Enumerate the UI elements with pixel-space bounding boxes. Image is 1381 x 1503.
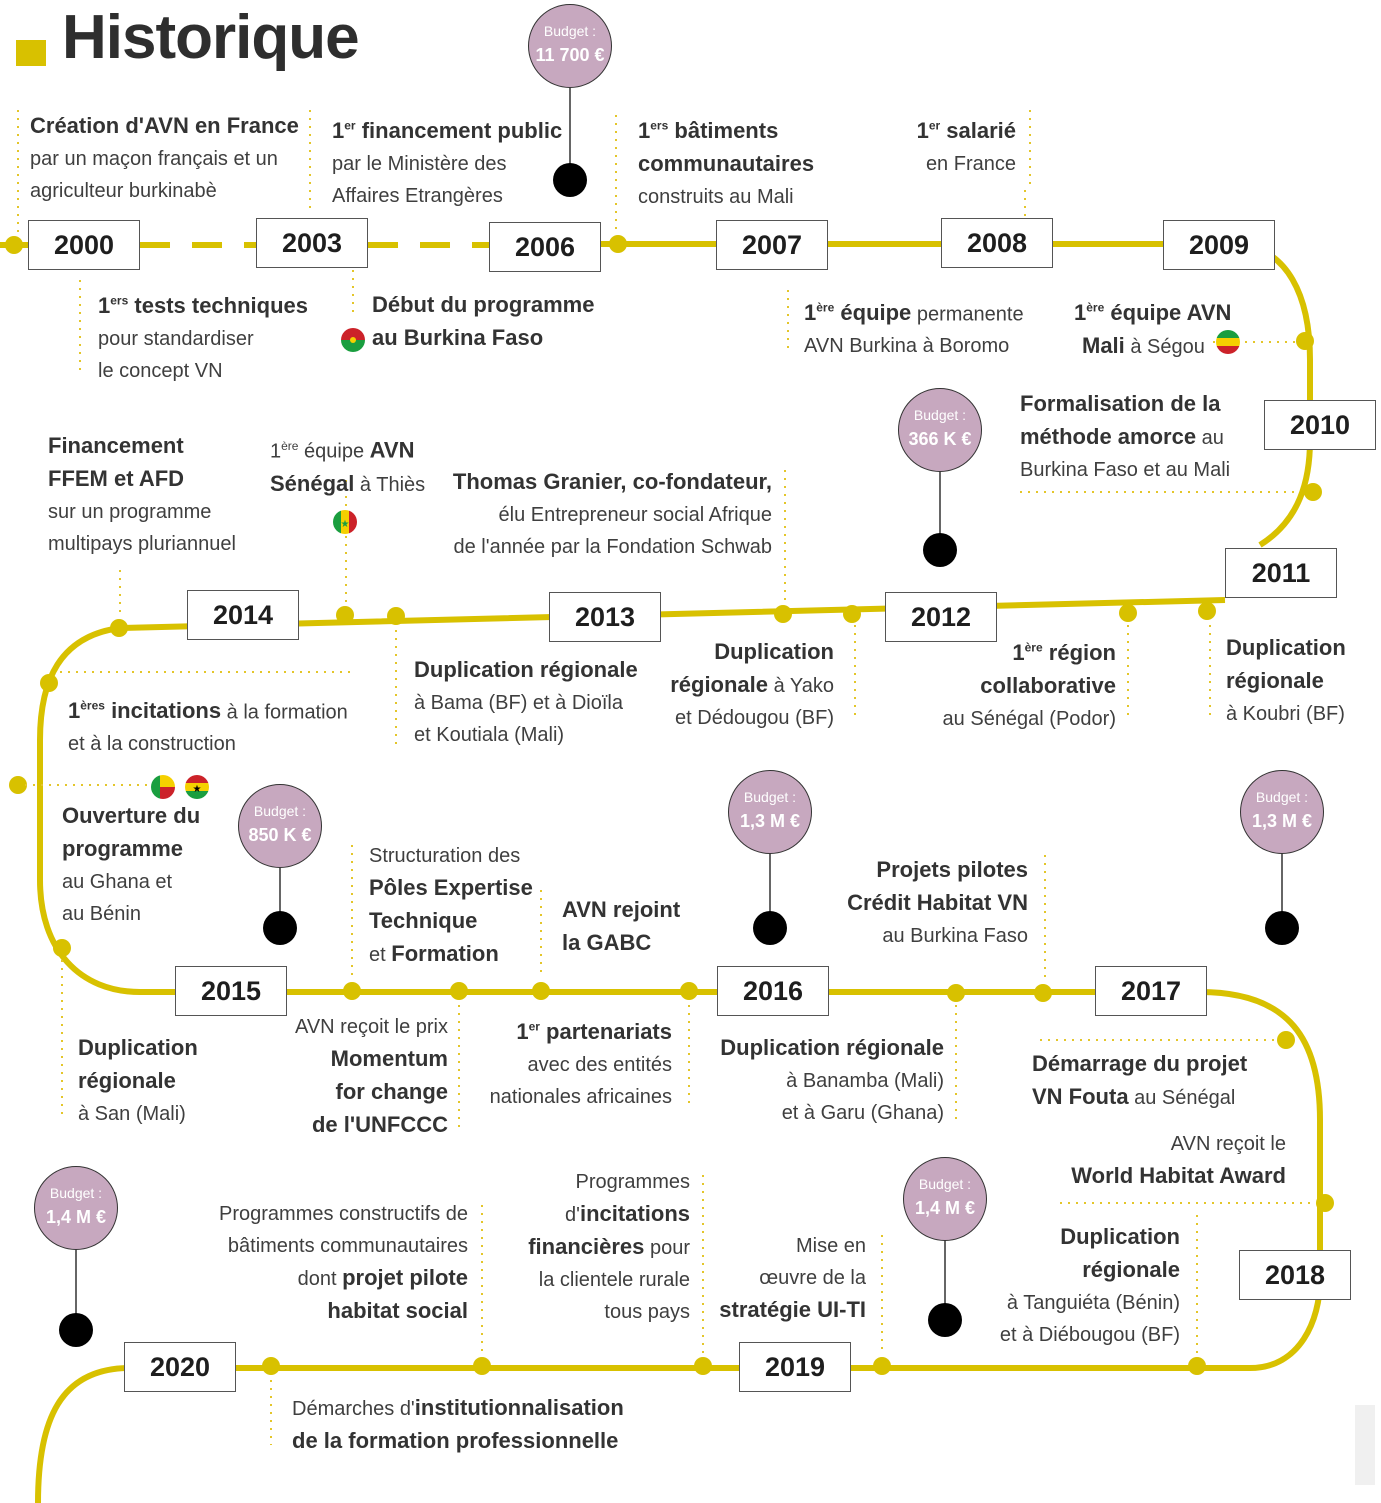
event-senegal: 1ère équipe AVN Sénégal à Thiès	[270, 437, 426, 496]
year-2009: 2009	[1163, 220, 1275, 270]
event-koubri: Duplication régionale à Koubri (BF)	[1226, 635, 1346, 725]
event-ghana: Ouverture du programme au Ghana et au Bé…	[62, 803, 201, 925]
year-2007: 2007	[716, 220, 828, 270]
year-2019: 2019	[739, 1342, 851, 1392]
page-title: Historique	[62, 3, 360, 72]
event-2000: Création d'AVN en France par un maçon fr…	[30, 113, 299, 202]
year-2020: 2020	[124, 1342, 236, 1392]
event-poles: Structuration des Pôles Expertise Techni…	[369, 845, 533, 966]
svg-text:★: ★	[193, 784, 202, 795]
event-banamba: Duplication régionale à Banamba (Mali) e…	[720, 1035, 944, 1124]
event-gabc: AVN rejoint la GABC	[562, 897, 681, 955]
budget-badge: Budget :850 K €	[238, 784, 322, 868]
budget-badge: Budget :366 K €	[898, 388, 982, 472]
event-tests: 1ers tests techniques pour standardiser …	[98, 293, 308, 383]
event-communautaires: Programmes constructifs de bâtiments com…	[219, 1203, 468, 1323]
budget-badge: Budget :1,3 M €	[1240, 770, 1324, 854]
svg-text:★: ★	[341, 519, 350, 530]
event-award: AVN reçoit le World Habitat Award	[1071, 1133, 1286, 1188]
event-incitations: 1ères incitations à la formation et à la…	[68, 698, 348, 756]
year-2015: 2015	[175, 966, 287, 1016]
year-2016: 2016	[717, 966, 829, 1016]
year-2017: 2017	[1095, 966, 1207, 1016]
event-fouta: Démarrage du projet VN Fouta au Sénégal	[1032, 1051, 1248, 1109]
event-institutionnalisation: Démarches d'institutionnalisation de la …	[292, 1395, 624, 1453]
event-tanguieta: Duplication régionale à Tanguiéta (Bénin…	[999, 1224, 1180, 1346]
flag-benin-icon	[151, 775, 175, 799]
budget-dot	[923, 533, 957, 567]
year-2008: 2008	[941, 218, 1053, 268]
event-2006: 1ers bâtiments communautaires construits…	[638, 118, 815, 209]
event-2010: Formalisation de la méthode amorce au Bu…	[1020, 391, 1231, 481]
year-2018: 2018	[1239, 1250, 1351, 1300]
year-2006: 2006	[489, 222, 601, 272]
event-pilotes: Projets pilotes Crédit Habitat VN au Bur…	[847, 857, 1028, 947]
budget-badge: Budget :11 700 €	[528, 4, 612, 88]
budget-dot	[553, 163, 587, 197]
flag-burkina-icon	[341, 328, 365, 352]
event-bama: Duplication régionale à Bama (BF) et à D…	[414, 657, 638, 746]
budget-dot	[753, 911, 787, 945]
event-san: Duplication régionale à San (Mali)	[78, 1035, 198, 1125]
event-yako: Duplication régionale à Yako et Dédougou…	[670, 639, 834, 729]
budget-dot	[1265, 911, 1299, 945]
budget-badge: Budget :1,4 M €	[34, 1166, 118, 1250]
budget-dot	[263, 911, 297, 945]
event-ffem: Financement FFEM et AFD sur un programme…	[48, 433, 236, 555]
year-2013: 2013	[549, 592, 661, 642]
flag-mali-icon	[1216, 330, 1240, 354]
event-2008: 1er salarié en France	[916, 118, 1016, 176]
flag-senegal-icon: ★	[333, 510, 357, 534]
event-financieres: Programmes d'incitations financières pou…	[528, 1171, 690, 1323]
budget-dot	[59, 1313, 93, 1347]
year-2011: 2011	[1225, 548, 1337, 598]
event-2003: 1er financement public par le Ministère …	[332, 118, 563, 208]
event-momentum: AVN reçoit le prix Momentum for change d…	[294, 1016, 448, 1137]
budget-badge: Budget :1,4 M €	[903, 1157, 987, 1241]
year-2010: 2010	[1264, 400, 1376, 450]
year-2000: 2000	[28, 220, 140, 270]
budget-dot	[928, 1303, 962, 1337]
event-ui-ti: Mise en œuvre de la stratégie UI-TI	[719, 1235, 866, 1322]
title-marker	[16, 40, 46, 66]
year-2003: 2003	[256, 218, 368, 268]
event-podor: 1ère région collaborative au Sénégal (Po…	[942, 640, 1116, 731]
event-2007: 1ère équipe permanente AVN Burkina à Bor…	[804, 300, 1024, 358]
flag-ghana-icon: ★	[185, 775, 209, 799]
page-edge-marker	[1355, 1405, 1375, 1485]
year-2014: 2014	[187, 590, 299, 640]
event-2009: 1ère équipe AVN Mali à Ségou	[1074, 300, 1232, 359]
budget-badge: Budget :1,3 M €	[728, 770, 812, 854]
year-2012: 2012	[885, 592, 997, 642]
event-burkina: Début du programme au Burkina Faso	[372, 292, 595, 350]
event-granier: Thomas Granier, co-fondateur, élu Entrep…	[452, 469, 772, 558]
track-row-2	[35, 597, 1323, 1503]
event-partenariats: 1er partenariats avec des entités nation…	[489, 1019, 672, 1109]
